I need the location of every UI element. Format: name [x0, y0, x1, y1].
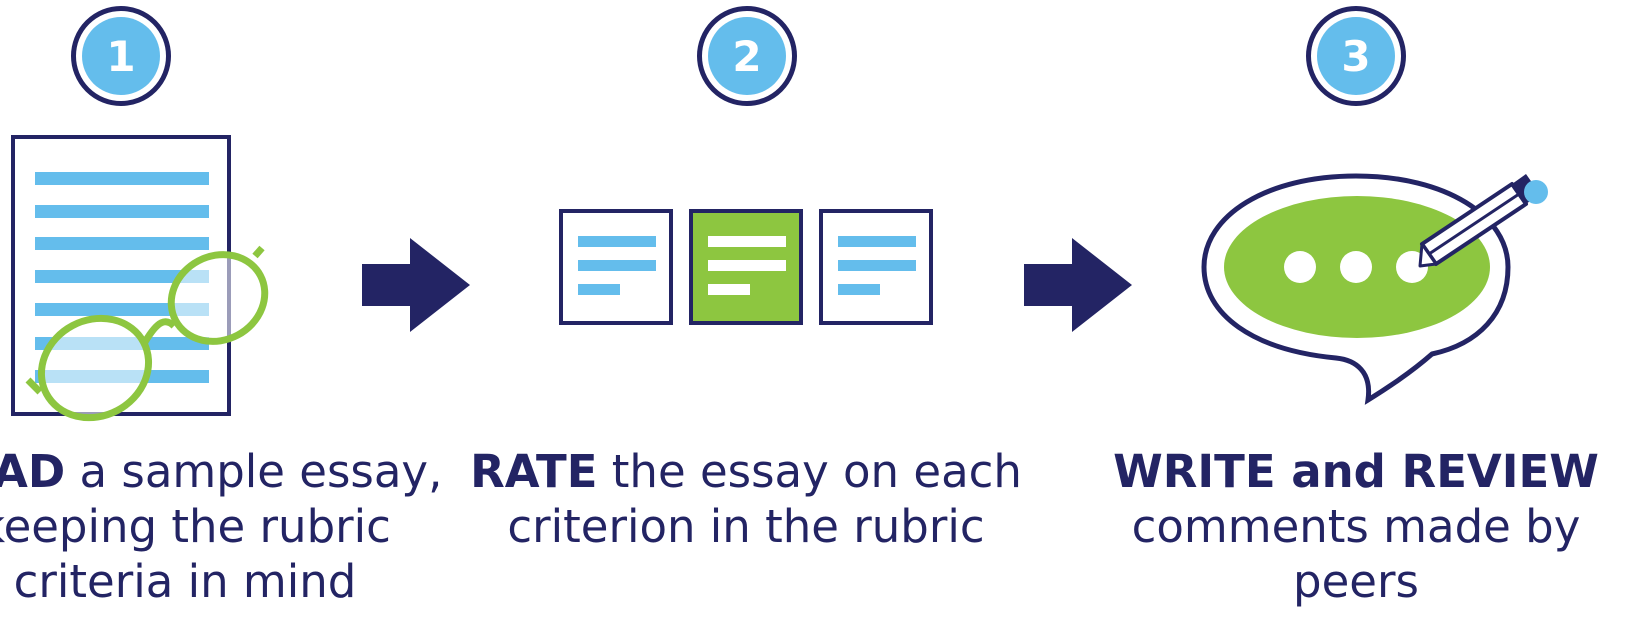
step-3-caption-line3: peers: [1293, 555, 1419, 608]
step-1-number-badge: 1: [71, 6, 171, 106]
step-2-number: 2: [708, 17, 786, 95]
step-1-caption-line3: criteria in mind: [13, 555, 357, 608]
step-2-caption-bold: RATE: [470, 445, 598, 498]
step-2-caption-line2: criterion in the rubric: [507, 500, 985, 553]
right-arrow-icon: [1024, 238, 1132, 332]
right-arrow-icon: [362, 238, 470, 332]
step-1-caption-line2: keeping the rubric: [0, 500, 391, 553]
step-1-caption-line1: a sample essay,: [65, 445, 443, 498]
step-2-caption: RATE the essay on each criterion in the …: [466, 444, 1026, 554]
typing-dot: [1340, 251, 1372, 283]
step-2-caption-line1: the essay on each: [597, 445, 1022, 498]
rubric-card-right: [819, 209, 933, 325]
pencil-icon: [1418, 174, 1548, 268]
speech-bubble-pencil-icon: [1201, 173, 1548, 405]
step-3-caption-line2: comments made by: [1131, 500, 1581, 553]
step-2-number-badge: 2: [697, 6, 797, 106]
rubric-cards-icon: [559, 209, 933, 325]
step-3-caption-bold: WRITE and REVIEW: [1113, 445, 1599, 498]
rubric-card-selected: [689, 209, 803, 325]
step-3-number: 3: [1317, 17, 1395, 95]
step-1-caption: READ a sample essay, keeping the rubric …: [0, 444, 465, 609]
step-1-number: 1: [82, 17, 160, 95]
typing-dot: [1284, 251, 1316, 283]
step-3-number-badge: 3: [1306, 6, 1406, 106]
glasses-icon: [25, 245, 269, 422]
step-3-caption: WRITE and REVIEW comments made by peers: [1076, 444, 1631, 609]
rubric-card-left: [559, 209, 673, 325]
document-with-glasses-icon: [11, 135, 269, 422]
step-1-caption-bold: READ: [0, 445, 66, 498]
